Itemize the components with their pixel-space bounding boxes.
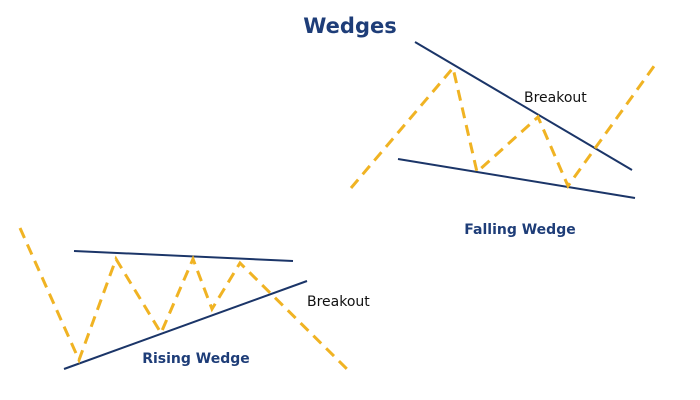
- rising-wedge-caption: Rising Wedge: [142, 351, 250, 367]
- rising-wedge-price-path: [18, 227, 351, 373]
- rising-wedge-lower-trendline: [63, 280, 308, 370]
- falling-wedge-breakout-label: Breakout: [524, 90, 587, 106]
- falling-wedge-lower-trendline: [397, 158, 636, 199]
- falling-wedge-price-path: [349, 61, 659, 190]
- diagram-title: Wedges: [303, 14, 396, 38]
- falling-wedge-upper-trendline: [414, 41, 633, 171]
- rising-wedge: Breakout Rising Wedge: [18, 227, 370, 373]
- falling-wedge: Breakout Falling Wedge: [349, 41, 659, 238]
- rising-wedge-breakout-label: Breakout: [307, 294, 370, 310]
- rising-wedge-upper-trendline: [73, 250, 294, 262]
- falling-wedge-caption: Falling Wedge: [464, 222, 575, 238]
